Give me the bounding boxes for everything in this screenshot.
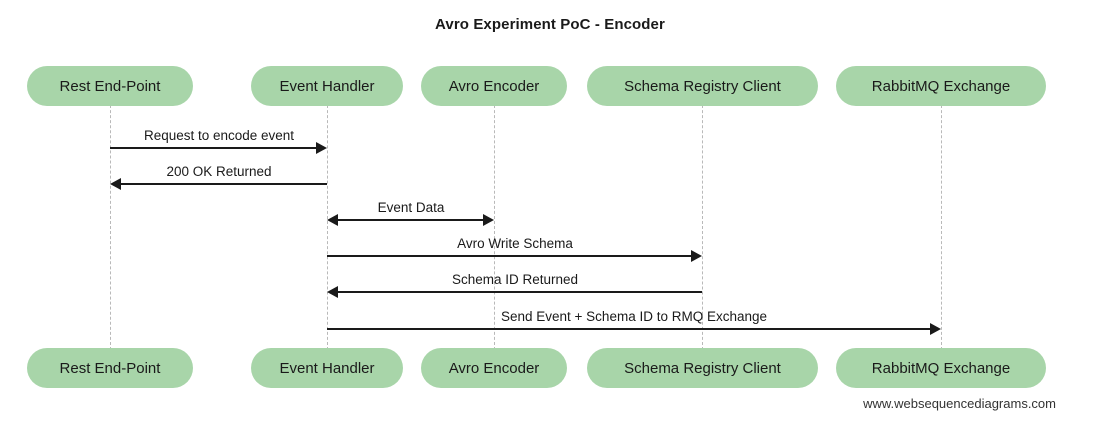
- message-line-6: [327, 328, 930, 330]
- participant-bottom-rabbitmq-exchange[interactable]: RabbitMQ Exchange: [836, 348, 1046, 388]
- message-arrowhead-5: [327, 286, 338, 298]
- message-arrowhead-3-left: [327, 214, 338, 226]
- watermark-footer: www.websequencediagrams.com: [863, 396, 1056, 411]
- message-line-1: [110, 147, 316, 149]
- message-line-4: [327, 255, 691, 257]
- lifeline-rest-end-point: [110, 100, 111, 350]
- participant-bottom-avro-encoder[interactable]: Avro Encoder: [421, 348, 567, 388]
- lifeline-avro-encoder: [494, 100, 495, 350]
- message-label-1: Request to encode event: [143, 128, 295, 143]
- participant-label: Rest End-Point: [59, 359, 161, 377]
- diagram-title: Avro Experiment PoC - Encoder: [435, 16, 665, 33]
- message-label-2: 200 OK Returned: [166, 164, 272, 179]
- participant-bottom-event-handler[interactable]: Event Handler: [251, 348, 403, 388]
- participant-label: Schema Registry Client: [624, 359, 781, 377]
- message-label-4: Avro Write Schema: [457, 236, 573, 251]
- lifeline-schema-registry-client: [702, 100, 703, 350]
- participant-bottom-rest-end-point[interactable]: Rest End-Point: [27, 348, 193, 388]
- participant-label: RabbitMQ Exchange: [871, 77, 1011, 95]
- message-line-5: [338, 291, 702, 293]
- participant-bottom-schema-registry-client[interactable]: Schema Registry Client: [587, 348, 818, 388]
- message-arrowhead-3-right: [483, 214, 494, 226]
- message-label-5: Schema ID Returned: [451, 272, 579, 287]
- message-label-6: Send Event + Schema ID to RMQ Exchange: [500, 309, 768, 324]
- participant-label: Avro Encoder: [448, 359, 540, 377]
- message-arrowhead-6: [930, 323, 941, 335]
- message-line-3: [338, 219, 483, 221]
- participant-top-schema-registry-client[interactable]: Schema Registry Client: [587, 66, 818, 106]
- lifeline-rabbitmq-exchange: [941, 100, 942, 350]
- message-line-2: [121, 183, 327, 185]
- message-arrowhead-2: [110, 178, 121, 190]
- participant-label: RabbitMQ Exchange: [871, 359, 1011, 377]
- participant-top-rabbitmq-exchange[interactable]: RabbitMQ Exchange: [836, 66, 1046, 106]
- participant-top-rest-end-point[interactable]: Rest End-Point: [27, 66, 193, 106]
- participant-label: Rest End-Point: [59, 77, 161, 95]
- participant-label: Event Handler: [279, 77, 375, 95]
- participant-label: Avro Encoder: [448, 77, 540, 95]
- participant-top-avro-encoder[interactable]: Avro Encoder: [421, 66, 567, 106]
- participant-label: Schema Registry Client: [624, 77, 781, 95]
- message-label-3: Event Data: [377, 200, 445, 215]
- participant-top-event-handler[interactable]: Event Handler: [251, 66, 403, 106]
- message-arrowhead-4: [691, 250, 702, 262]
- participant-label: Event Handler: [279, 359, 375, 377]
- message-arrowhead-1: [316, 142, 327, 154]
